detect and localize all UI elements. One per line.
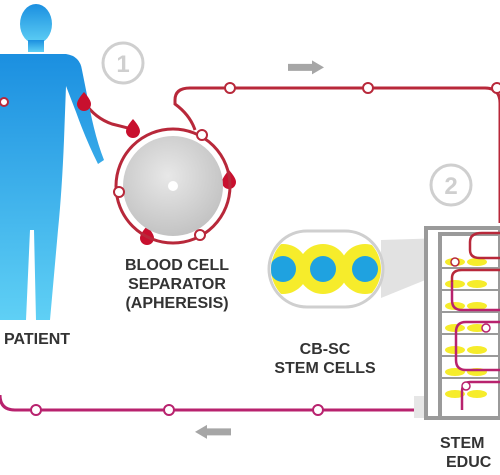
blood-drop-icon (77, 92, 91, 111)
educator-label-line1: STEM (440, 435, 485, 452)
separator-port (194, 229, 206, 241)
stem-cell-educator-device (414, 226, 500, 420)
step-1-badge (101, 41, 145, 85)
right-arrow-icon (288, 60, 324, 75)
separator-label-line2: SEPARATOR (128, 276, 226, 293)
step-1-number: 1 (116, 51, 129, 78)
stem-cells-label: CB-SC STEM CELLS (260, 340, 390, 378)
separator-port (113, 186, 125, 198)
stem-cells-label-line2: STEM CELLS (274, 360, 376, 377)
tube-port (491, 82, 500, 94)
tube-port (362, 82, 374, 94)
step-2-badge (429, 163, 473, 207)
left-arrow-icon (195, 424, 231, 439)
tube-port (30, 404, 42, 416)
patient-label: PATIENT (4, 331, 71, 348)
arm-port (0, 97, 9, 107)
blood-drop-icon (126, 119, 140, 138)
separator-hub (168, 181, 178, 191)
educator-label: STEM EDUC (440, 434, 500, 472)
step-2-number: 2 (444, 173, 457, 200)
return-tube (0, 394, 425, 412)
tube-port (163, 404, 175, 416)
separator-to-educator-tube (173, 86, 500, 223)
separator-port (196, 129, 208, 141)
magnified-stem-cells (267, 229, 385, 309)
human-body-icon (0, 4, 104, 320)
stem-cells-label-line1: CB-SC (299, 341, 351, 358)
separator-label-line1: BLOOD CELL (125, 257, 229, 274)
tube-port (224, 82, 236, 94)
separator-ring (114, 127, 232, 245)
tube-port (312, 404, 324, 416)
separator-label: BLOOD CELL SEPARATOR (APHERESIS) (107, 256, 247, 313)
educator-label-line2: EDUC (446, 454, 492, 471)
separator-label-line3: (APHERESIS) (125, 295, 229, 312)
